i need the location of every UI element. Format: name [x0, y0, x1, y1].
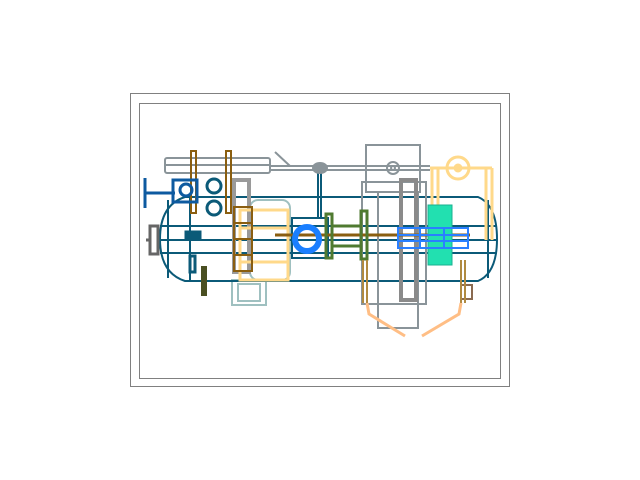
inner-drawing-border	[139, 103, 501, 379]
nozzle-ring	[292, 224, 322, 254]
blue-grid	[397, 227, 469, 249]
top-piping	[164, 144, 430, 329]
support-legs	[362, 260, 466, 303]
outer-sheet-border	[130, 93, 510, 387]
teal-valves	[184, 177, 223, 274]
brown-members	[190, 150, 473, 300]
green-coupling	[324, 209, 369, 261]
drain-valve	[201, 266, 207, 296]
handwheel-valve	[143, 178, 199, 208]
yellow-valve-assembly	[238, 155, 494, 282]
orange-stand	[365, 302, 463, 338]
end-flange	[146, 224, 160, 256]
